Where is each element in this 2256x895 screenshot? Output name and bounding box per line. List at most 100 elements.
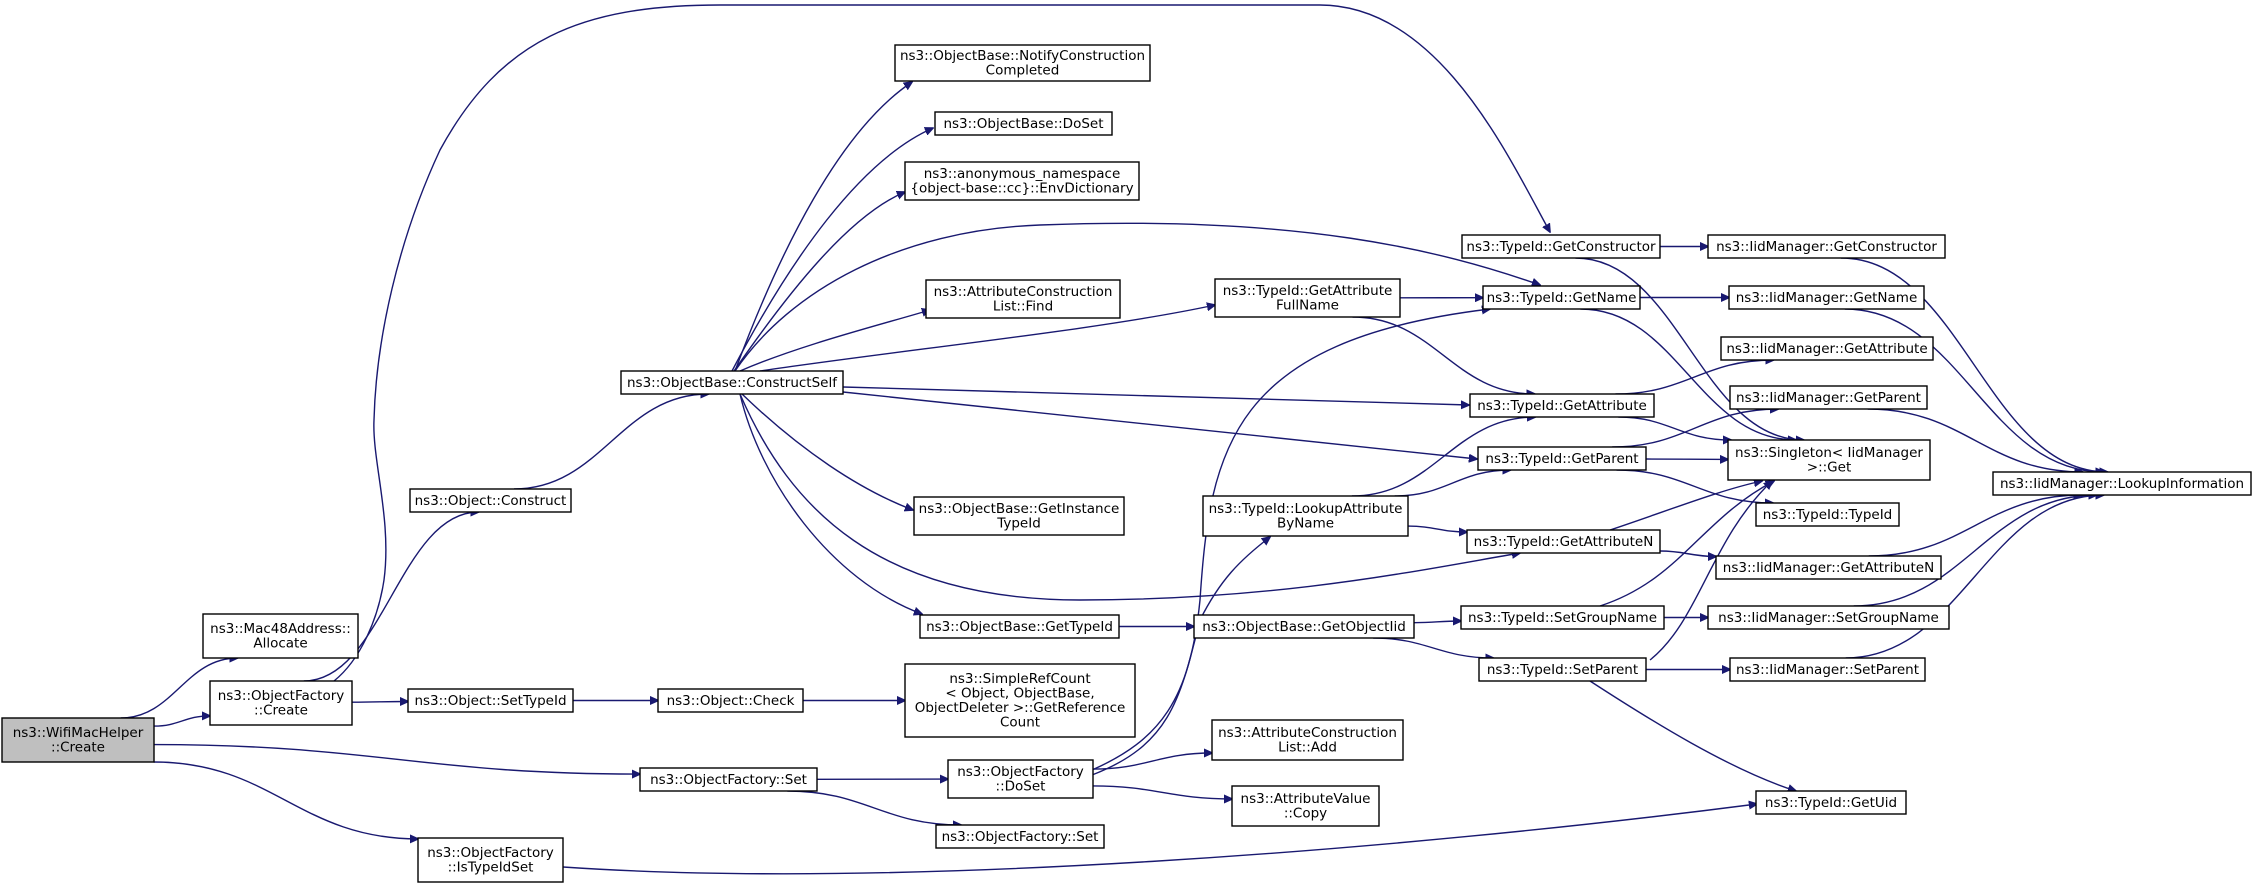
node-tidGetAttribute[interactable]: ns3::TypeId::GetAttribute	[1469, 393, 1655, 418]
node-ofSet[interactable]: ns3::ObjectFactory::Set	[639, 767, 818, 792]
node-label: ns3::ObjectFactory::Set	[942, 829, 1099, 845]
node-avCopy[interactable]: ns3::AttributeValue::Copy	[1231, 785, 1380, 827]
node-label: ns3::TypeId::SetParent	[1487, 662, 1638, 678]
node-iidGetParent[interactable]: ns3::IidManager::GetParent	[1729, 385, 1928, 410]
node-label: ns3::IidManager::GetAttributeN	[1723, 560, 1934, 576]
edge-constructSelf-to-getInstTid	[741, 393, 913, 510]
node-label: ::Create	[51, 740, 105, 756]
node-label: ns3::ObjectBase::GetTypeId	[926, 619, 1113, 635]
node-label: ns3::IidManager::GetConstructor	[1716, 239, 1937, 255]
node-box	[1477, 446, 1647, 471]
node-iidGetName[interactable]: ns3::IidManager::GetName	[1728, 285, 1925, 310]
node-label: Allocate	[253, 636, 307, 652]
node-label: ns3::IidManager::GetParent	[1736, 390, 1921, 406]
node-envDict[interactable]: ns3::anonymous_namespace{object-base::cc…	[904, 161, 1140, 201]
node-label: {object-base::cc}::EnvDictionary	[910, 181, 1133, 197]
edge-tidGetConstructor-to-singleton	[1575, 257, 1804, 440]
node-label: ::DoSet	[996, 779, 1046, 795]
node-box	[1211, 719, 1404, 761]
node-label: ns3::TypeId::GetName	[1487, 290, 1637, 306]
node-mac48[interactable]: ns3::Mac48Address::Allocate	[202, 613, 359, 659]
node-simpleRef[interactable]: ns3::SimpleRefCount< Object, ObjectBase,…	[904, 663, 1136, 738]
node-iidGetConstructor[interactable]: ns3::IidManager::GetConstructor	[1707, 234, 1946, 259]
node-label: ns3::IidManager::LookupInformation	[2000, 476, 2244, 492]
node-wifi[interactable]: ns3::WifiMacHelper::Create	[1, 717, 155, 763]
node-box	[935, 824, 1105, 849]
node-box	[904, 663, 1136, 738]
node-box	[925, 279, 1121, 319]
edge-ofDoSet-to-avCopy	[1092, 785, 1232, 799]
node-label: ns3::ObjectBase::ConstructSelf	[627, 375, 838, 391]
node-box	[1707, 234, 1946, 259]
node-label: ns3::Object::Construct	[415, 493, 567, 509]
edge-constructSelf-to-tidGetName	[734, 222, 1540, 372]
node-objCheck[interactable]: ns3::Object::Check	[657, 688, 804, 713]
node-tidSetGroupName[interactable]: ns3::TypeId::SetGroupName	[1460, 605, 1665, 630]
node-ofSet2[interactable]: ns3::ObjectFactory::Set	[935, 824, 1105, 849]
edge-lookupAttr-to-tidGetAttribute	[1351, 417, 1535, 497]
node-box	[919, 614, 1120, 639]
node-ofDoSet[interactable]: ns3::ObjectFactory::DoSet	[947, 759, 1094, 799]
node-ofIsTypeIdSet[interactable]: ns3::ObjectFactory::IsTypeIdSet	[417, 837, 564, 883]
node-label: ns3::ObjectFactory	[957, 764, 1084, 780]
edge-ofSet-to-ofSet2	[787, 790, 961, 825]
node-iidSetParent[interactable]: ns3::IidManager::SetParent	[1729, 657, 1926, 682]
node-tidSetParent[interactable]: ns3::TypeId::SetParent	[1478, 657, 1647, 682]
node-box	[1, 717, 155, 763]
node-box	[1755, 790, 1907, 815]
node-tidTypeId[interactable]: ns3::TypeId::TypeId	[1755, 502, 1900, 527]
node-label: ns3::Object::SetTypeId	[414, 693, 566, 709]
node-tidGetAttributeN[interactable]: ns3::TypeId::GetAttributeN	[1466, 529, 1661, 554]
node-box	[1469, 393, 1655, 418]
edge-iidGetAttributeN-to-iidLookup	[1868, 495, 2082, 557]
node-label: ByName	[1277, 516, 1334, 532]
node-iidSetGroupName[interactable]: ns3::IidManager::SetGroupName	[1707, 605, 1950, 630]
node-box	[1715, 555, 1942, 580]
node-objSetTypeId[interactable]: ns3::Object::SetTypeId	[407, 688, 574, 713]
edge-ofDoSet-to-tidGetName	[1091, 309, 1490, 771]
edge-iidSetParent-to-iidLookup	[1845, 495, 2104, 659]
node-objConstruct[interactable]: ns3::Object::Construct	[409, 488, 572, 513]
node-tidGetParent[interactable]: ns3::TypeId::GetParent	[1477, 446, 1647, 471]
node-box	[1729, 657, 1926, 682]
edge-tidGetAttribute-to-iidGetAttribute	[1615, 360, 1774, 395]
node-box	[947, 759, 1094, 799]
node-iidLookup[interactable]: ns3::IidManager::LookupInformation	[1992, 471, 2252, 496]
edge-constructSelf-to-tidGetAttribute	[842, 386, 1469, 405]
node-obGetObjectIid[interactable]: ns3::ObjectBase::GetObjectIid	[1193, 614, 1415, 639]
node-ofCreate[interactable]: ns3::ObjectFactory::Create	[209, 680, 353, 726]
node-label: ns3::TypeId::LookupAttribute	[1209, 501, 1403, 517]
edge-getAttrFull-to-tidGetAttribute	[1352, 316, 1535, 394]
node-label: ns3::TypeId::GetAttribute	[1477, 398, 1647, 414]
node-label: ns3::AttributeValue	[1241, 791, 1371, 807]
node-label: ns3::ObjectBase::GetObjectIid	[1202, 619, 1406, 635]
node-doSetOB[interactable]: ns3::ObjectBase::DoSet	[934, 111, 1113, 136]
edge-constructSelf-to-notify	[734, 82, 912, 372]
node-label: ns3::ObjectFactory	[218, 688, 345, 704]
node-tidGetConstructor[interactable]: ns3::TypeId::GetConstructor	[1461, 234, 1661, 259]
node-singleton[interactable]: ns3::Singleton< IidManager>::Get	[1727, 439, 1931, 481]
node-box	[1729, 385, 1928, 410]
node-notify[interactable]: ns3::ObjectBase::NotifyConstructionCompl…	[894, 44, 1151, 82]
edge-ofDoSet-to-aclAdd	[1092, 753, 1212, 770]
node-tidGetUid[interactable]: ns3::TypeId::GetUid	[1755, 790, 1907, 815]
node-constructSelf[interactable]: ns3::ObjectBase::ConstructSelf	[620, 370, 844, 395]
edge-ofCreate-to-objConstruct	[303, 512, 479, 682]
node-iidGetAttributeN[interactable]: ns3::IidManager::GetAttributeN	[1715, 555, 1942, 580]
node-iidGetAttribute[interactable]: ns3::IidManager::GetAttribute	[1720, 336, 1934, 361]
edge-wifi-to-ofCreate	[153, 716, 210, 727]
edge-tidGetParent-to-tidTypeId	[1616, 469, 1774, 503]
node-tidGetName[interactable]: ns3::TypeId::GetName	[1482, 285, 1641, 310]
node-box	[620, 370, 844, 395]
node-label: ns3::IidManager::GetName	[1736, 290, 1918, 306]
node-obGetTypeId[interactable]: ns3::ObjectBase::GetTypeId	[919, 614, 1120, 639]
edge-wifi-to-ofSet	[153, 743, 640, 775]
node-box	[913, 496, 1125, 536]
node-label: ns3::TypeId::GetConstructor	[1466, 239, 1656, 255]
